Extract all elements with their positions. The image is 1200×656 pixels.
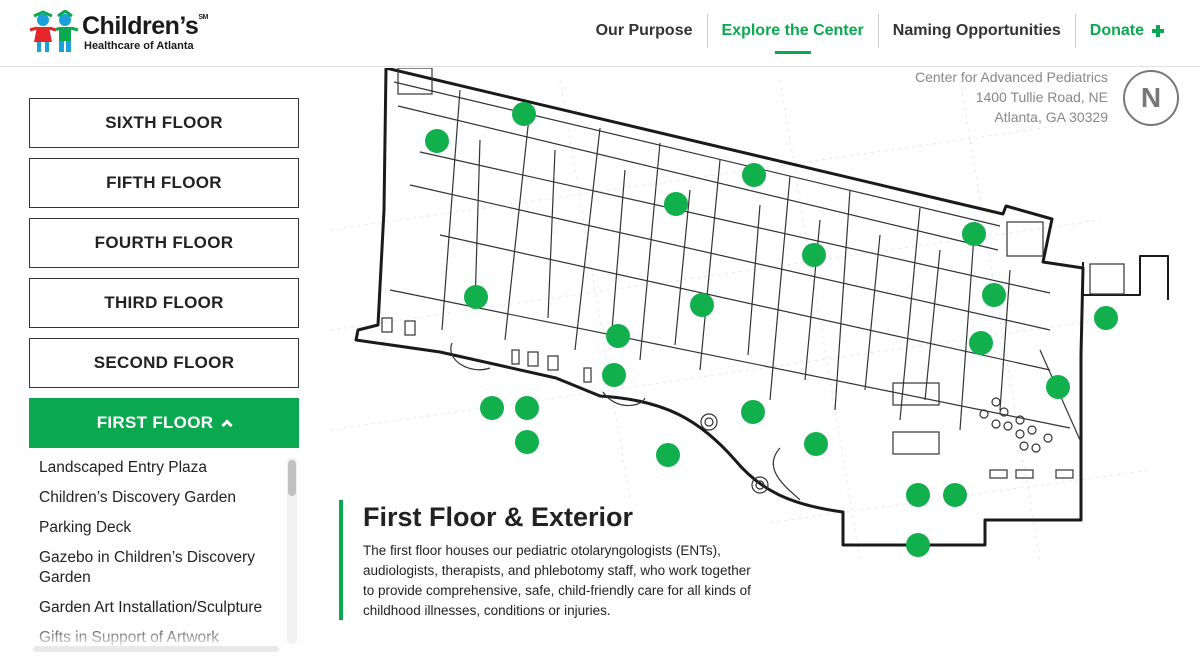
nav-label: Naming Opportunities — [892, 22, 1061, 39]
map-marker[interactable] — [906, 483, 930, 507]
logo-service-mark: SM — [198, 14, 208, 21]
kids-logo-icon — [29, 10, 79, 52]
room-list-scrollbar[interactable] — [287, 458, 297, 644]
list-item[interactable]: Parking Deck — [39, 519, 132, 536]
floor-button-second[interactable]: SECOND FLOOR — [29, 338, 299, 388]
map-marker[interactable] — [515, 396, 539, 420]
map-grid — [329, 79, 1151, 561]
map-marker[interactable] — [1094, 306, 1118, 330]
address-line-2: 1400 Tullie Road, NE — [975, 89, 1108, 105]
room-list[interactable]: Landscaped Entry Plaza Children’s Discov… — [29, 448, 299, 648]
map-marker[interactable] — [742, 163, 766, 187]
map-marker[interactable] — [906, 533, 930, 557]
list-item[interactable]: Gifts in Support of Artwork — [39, 629, 220, 646]
site-header: Children’sSM Healthcare of Atlanta Our P… — [0, 0, 1200, 67]
map-marker[interactable] — [480, 396, 504, 420]
address-line-1: Center for Advanced Pediatrics — [915, 69, 1108, 85]
map-marker[interactable] — [656, 443, 680, 467]
site-features — [381, 68, 1125, 501]
room-list-items: Landscaped Entry Plaza Children’s Discov… — [29, 448, 299, 648]
floor-label: SECOND FLOOR — [93, 353, 235, 372]
floor-button-sixth[interactable]: SIXTH FLOOR — [29, 98, 299, 148]
map-marker[interactable] — [962, 222, 986, 246]
map-marker[interactable] — [982, 283, 1006, 307]
nav-naming-opportunities[interactable]: Naming Opportunities — [877, 14, 1075, 48]
chevron-up-icon — [221, 419, 233, 431]
floor-info-description: The first floor houses our pediatric oto… — [363, 543, 751, 618]
scroll-thumb[interactable] — [288, 460, 296, 496]
floor-label: FIRST FLOOR — [96, 413, 214, 432]
floor-info-title: First Floor & Exterior — [363, 502, 634, 532]
nav-label: Our Purpose — [595, 22, 693, 39]
building-outline — [354, 68, 1169, 547]
compass-label: N — [1140, 82, 1162, 113]
address-line-3: Atlanta, GA 30329 — [994, 109, 1108, 125]
floor-label: FIFTH FLOOR — [106, 173, 222, 192]
list-item[interactable]: Garden Art Installation/Sculpture — [39, 599, 263, 616]
list-item[interactable]: Gazebo in Children’s Discovery Garden — [39, 549, 255, 586]
logo-wordmark: Children’sSM — [82, 12, 208, 40]
nav-our-purpose[interactable]: Our Purpose — [582, 14, 707, 48]
floor-label: FOURTH FLOOR — [94, 233, 234, 252]
map-marker[interactable] — [606, 324, 630, 348]
nav-label: Donate — [1089, 22, 1144, 39]
map-marker[interactable] — [512, 102, 536, 126]
main-nav: Our Purpose Explore the Center Naming Op… — [582, 14, 1166, 54]
center-address: Center for Advanced Pediatrics 1400 Tull… — [915, 67, 1108, 127]
north-compass-icon: N — [1123, 70, 1179, 126]
map-marker[interactable] — [690, 293, 714, 317]
map-marker[interactable] — [602, 363, 626, 387]
map-marker[interactable] — [515, 430, 539, 454]
floor-info-panel: First Floor & Exterior The first floor h… — [339, 500, 769, 620]
floor-label: THIRD FLOOR — [104, 293, 224, 312]
list-bottom-shadow — [33, 646, 279, 652]
floor-button-third[interactable]: THIRD FLOOR — [29, 278, 299, 328]
list-item[interactable]: Children’s Discovery Garden — [39, 489, 236, 506]
plus-icon — [1152, 25, 1164, 37]
nav-explore-the-center[interactable]: Explore the Center — [706, 14, 878, 54]
map-marker[interactable] — [464, 285, 488, 309]
nav-label: Explore the Center — [721, 22, 864, 39]
floor-label: SIXTH FLOOR — [105, 113, 223, 132]
map-marker[interactable] — [969, 331, 993, 355]
childrens-healthcare-logo[interactable]: Children’sSM Healthcare of Atlanta — [28, 10, 208, 54]
floor-button-fourth[interactable]: FOURTH FLOOR — [29, 218, 299, 268]
building-inner-walls — [389, 81, 1071, 431]
amenity-markers[interactable] — [425, 102, 1118, 557]
map-marker[interactable] — [664, 192, 688, 216]
logo-subtitle: Healthcare of Atlanta — [84, 40, 194, 52]
floor-button-fifth[interactable]: FIFTH FLOOR — [29, 158, 299, 208]
nav-donate[interactable]: Donate — [1074, 14, 1166, 48]
floor-button-first[interactable]: FIRST FLOOR — [29, 398, 299, 448]
map-marker[interactable] — [802, 243, 826, 267]
floor-plan-map[interactable] — [300, 68, 1200, 656]
map-marker[interactable] — [1046, 375, 1070, 399]
map-marker[interactable] — [425, 129, 449, 153]
map-marker[interactable] — [804, 432, 828, 456]
map-marker[interactable] — [741, 400, 765, 424]
list-item[interactable]: Landscaped Entry Plaza — [39, 459, 208, 476]
map-marker[interactable] — [943, 483, 967, 507]
floor-selector: SIXTH FLOOR FIFTH FLOOR FOURTH FLOOR THI… — [29, 98, 299, 448]
